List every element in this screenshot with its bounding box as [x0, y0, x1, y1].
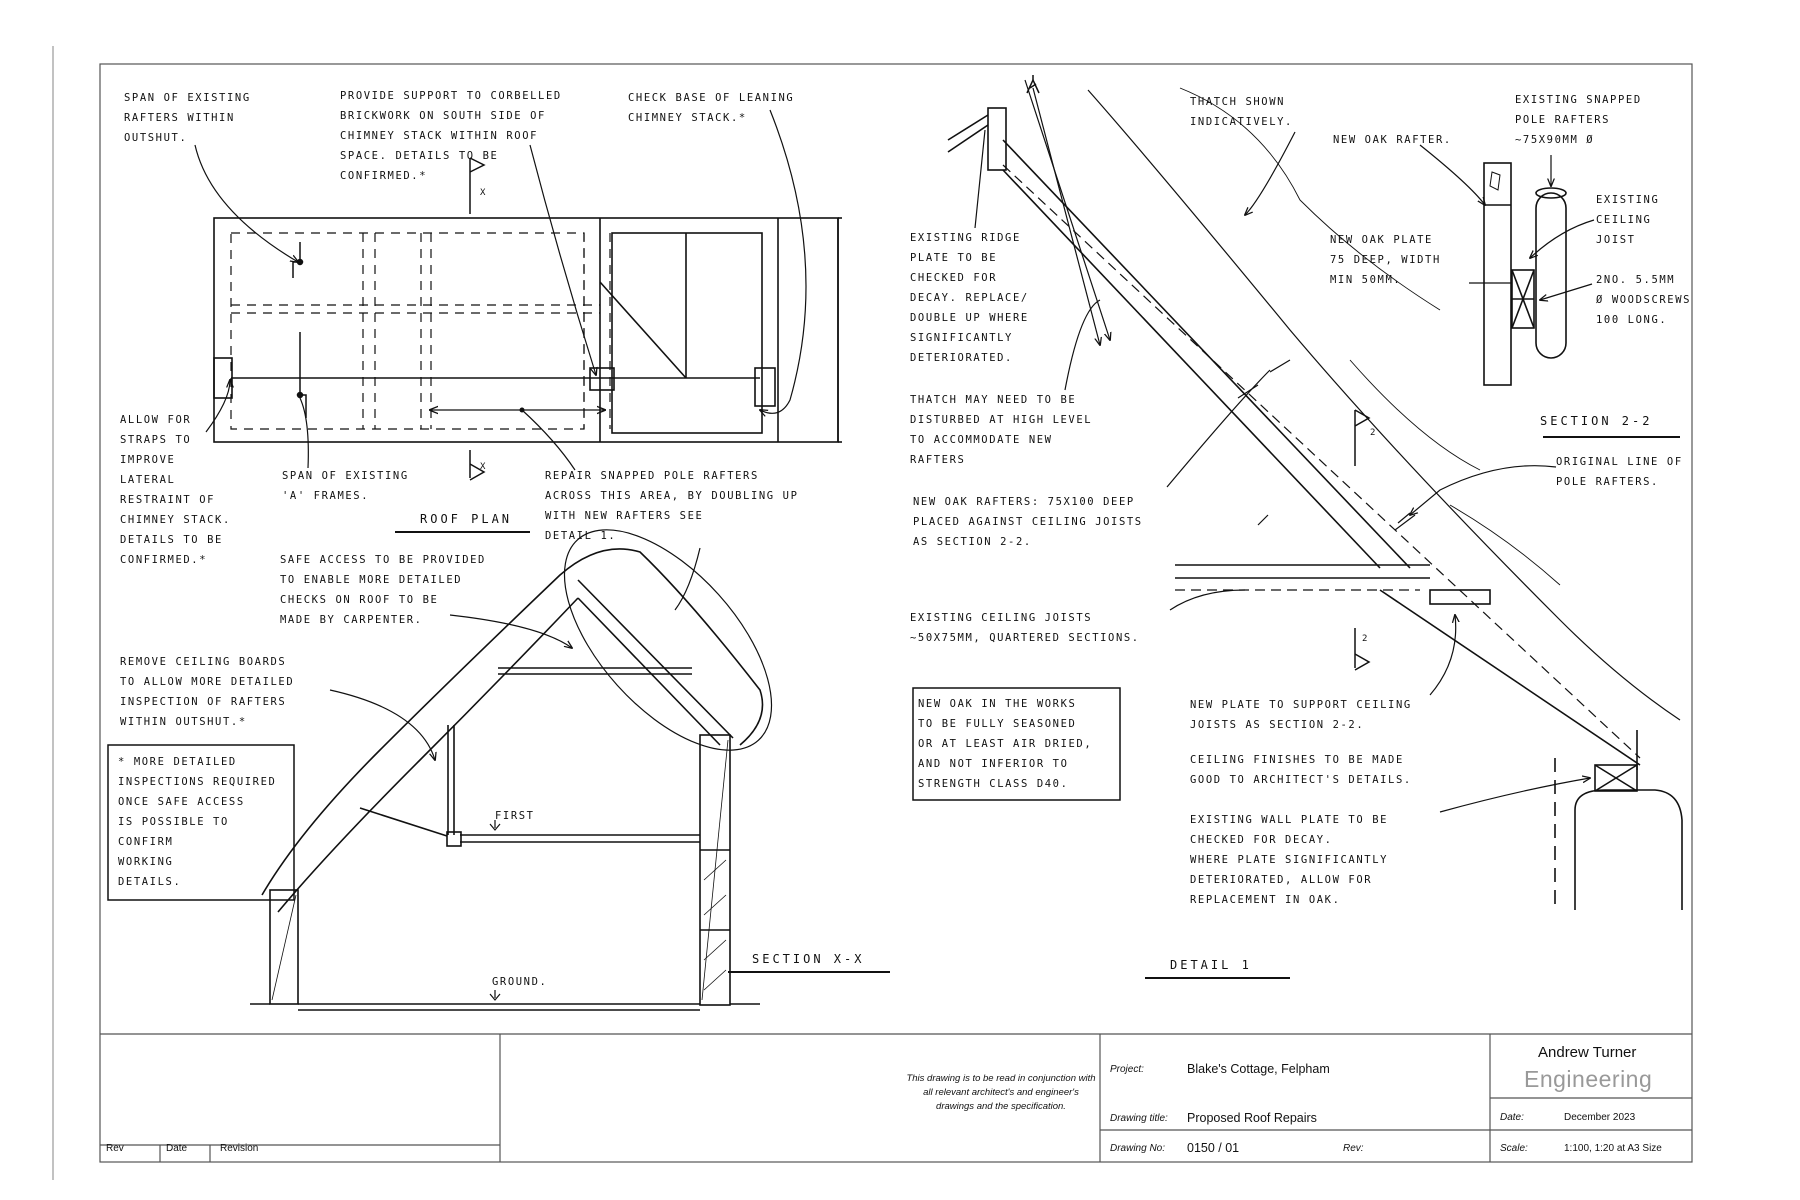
- note-thatch-shown: THATCH SHOWN INDICATIVELY.: [1190, 96, 1293, 128]
- note-thatch-disturbed: THATCH MAY NEED TO BE DISTURBED AT HIGH …: [910, 394, 1093, 466]
- note-ridge-plate: EXISTING RIDGE PLATE TO BE CHECKED FOR D…: [910, 232, 1029, 364]
- section-x-markers: [469, 157, 486, 481]
- section-xx: [250, 529, 773, 1011]
- tb-rev-header: Rev: [106, 1143, 124, 1154]
- section-2-2-leaders: [1419, 144, 1595, 300]
- note-span-outshut: SPAN OF EXISTING RAFTERS WITHIN OUTSHUT.: [124, 92, 251, 144]
- title-roof-plan: ROOF PLAN: [420, 512, 513, 526]
- section-xx-hatch: [271, 739, 729, 1001]
- oak-note-box: [912, 687, 1121, 801]
- tb-company-name: Andrew Turner: [1538, 1044, 1637, 1061]
- roof-plan: [213, 217, 842, 443]
- tb-date-value: December 2023: [1564, 1112, 1636, 1123]
- roof-plan-dashed: [230, 232, 611, 430]
- note-wall-plate: EXISTING WALL PLATE TO BE CHECKED FOR DE…: [1190, 814, 1389, 906]
- title-block-lines: [100, 1033, 1692, 1162]
- label-ground: GROUND.: [492, 976, 548, 988]
- note-ceiling-joists: EXISTING CEILING JOISTS ~50x75mm, QUARTE…: [910, 612, 1140, 644]
- tb-date-header: Date: [166, 1143, 188, 1154]
- tb-scale-value: 1:100, 1:20 at A3 Size: [1564, 1143, 1662, 1154]
- note-ceiling-joist: EXISTING CEILING JOIST: [1596, 194, 1660, 246]
- note-ceiling-finishes: CEILING FINISHES TO BE MADE GOOD TO ARCH…: [1190, 754, 1412, 786]
- note-new-oak-rafters: NEW OAK RAFTERS: 75x100 DEEP PLACED AGAI…: [913, 496, 1143, 548]
- note-new-plate: NEW PLATE TO SUPPORT CEILING JOISTS AS S…: [1190, 699, 1412, 731]
- title-detail-1: DETAIL 1: [1170, 958, 1252, 972]
- span-symbols: [292, 242, 307, 418]
- note-safe-access: SAFE ACCESS TO BE PROVIDED TO ENABLE MOR…: [280, 554, 486, 626]
- tb-project-label: Project:: [1110, 1064, 1144, 1075]
- detail-1-leaders: [974, 79, 1590, 813]
- tb-date-label: Date:: [1500, 1112, 1524, 1123]
- title-section-2-2: SECTION 2-2: [1540, 414, 1653, 428]
- detail-1: [947, 87, 1683, 910]
- asterisk-note-box: [107, 744, 295, 901]
- note-new-oak-rafter: NEW OAK RAFTER.: [1333, 134, 1452, 146]
- title-section-xx: SECTION X-X: [752, 952, 865, 966]
- note-ceiling-boards: REMOVE CEILING BOARDS TO ALLOW MORE DETA…: [120, 656, 295, 728]
- marker-2-upper: 2: [1370, 428, 1376, 438]
- tb-drawing-title-label: Drawing title:: [1110, 1113, 1168, 1124]
- tb-drawing-no: 0150 / 01: [1187, 1141, 1240, 1155]
- note-asterisk-box: * MORE DETAILED INSPECTIONS REQUIRED ONC…: [118, 756, 277, 888]
- note-corbel-support: PROVIDE SUPPORT TO CORBELLED BRICKWORK O…: [340, 90, 562, 182]
- tb-disclaimer: This drawing is to be read in conjunctio…: [906, 1073, 1096, 1112]
- marker-x-top: X: [480, 188, 486, 198]
- tb-rev-label: Rev:: [1343, 1143, 1364, 1154]
- tb-revision-header: Revision: [220, 1143, 259, 1154]
- note-chimney-base: CHECK BASE OF LEANING CHIMNEY STACK.*: [628, 92, 795, 124]
- tb-drawing-no-label: Drawing No:: [1110, 1143, 1166, 1154]
- roof-plan-leaders: [194, 109, 807, 471]
- tb-drawing-title: Proposed Roof Repairs: [1187, 1111, 1317, 1125]
- tb-project: Blake's Cottage, Felpham: [1187, 1062, 1330, 1076]
- note-oak-box: NEW OAK IN THE WORKS TO BE FULLY SEASONE…: [918, 698, 1093, 790]
- note-snapped-pole: EXISTING SNAPPED POLE RAFTERS ~75x90mm Ø: [1515, 94, 1642, 146]
- section-2-2: [1469, 162, 1567, 386]
- note-new-oak-plate: NEW OAK PLATE 75 DEEP, WIDTH MIN 50mm.: [1330, 234, 1441, 286]
- tb-scale-label: Scale:: [1500, 1143, 1528, 1154]
- marker-2-lower: 2: [1362, 634, 1368, 644]
- note-woodscrews: 2No. 5.5mm Ø WOODSCREWS 100 LONG.: [1596, 274, 1692, 326]
- section-xx-leaders: [329, 547, 701, 1001]
- marker-x-bottom: X: [480, 462, 486, 472]
- note-original-line: ORIGINAL LINE OF POLE RAFTERS.: [1556, 456, 1683, 488]
- detail-1-markers: [1026, 75, 1371, 671]
- note-a-frames: SPAN OF EXISTING 'A' FRAMES.: [282, 470, 409, 502]
- tb-company-sub: Engineering: [1524, 1066, 1653, 1092]
- label-first: FIRST: [495, 810, 535, 822]
- note-straps: ALLOW FOR STRAPS TO IMPROVE LATERAL REST…: [120, 414, 231, 566]
- note-repair-rafters: REPAIR SNAPPED POLE RAFTERS ACROSS THIS …: [545, 470, 799, 542]
- sheet-border: [52, 46, 1693, 1180]
